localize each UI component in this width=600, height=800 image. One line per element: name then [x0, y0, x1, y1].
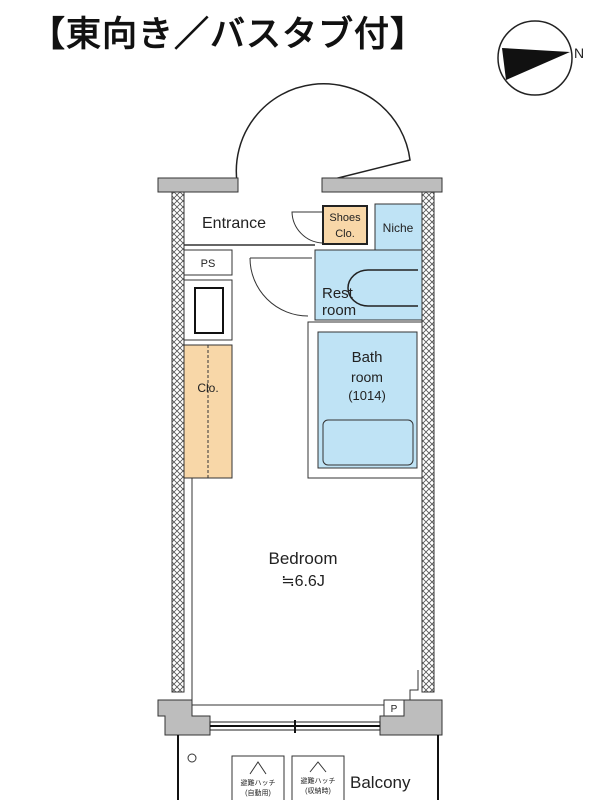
shoes-closet-label-2: Clo. — [335, 228, 355, 240]
balcony-label: Balcony — [350, 773, 411, 792]
bath-size-label: (1014) — [348, 388, 386, 403]
restroom-label-2: room — [322, 302, 356, 319]
evacuation-hatch-2: 避難ハッチ (収納時) — [291, 755, 345, 800]
floor-plan-title: 【東向き／バスタブ付】 — [30, 15, 427, 54]
restroom-label: Rest — [322, 285, 354, 302]
hatch-2-label: 避難ハッチ — [301, 776, 336, 785]
closet-label: Clo. — [197, 381, 218, 395]
kitchen-sink — [194, 287, 224, 334]
compass-north-label: N — [574, 45, 584, 61]
bedroom-size-label: ≒6.6J — [281, 573, 325, 590]
toilet-icon — [347, 269, 418, 307]
bedroom-label: Bedroom — [269, 549, 338, 568]
entry-door[interactable] — [235, 83, 411, 183]
bathtub — [322, 419, 414, 466]
ps-label: PS — [201, 258, 216, 270]
compass-icon: N — [497, 20, 584, 96]
right-wall — [421, 191, 435, 693]
pipe-space — [183, 249, 233, 276]
hatch-2-sublabel: (収納時) — [305, 786, 331, 795]
bath-label-2: room — [351, 369, 383, 385]
niche-label: Niche — [383, 221, 414, 235]
bath-label: Bath — [352, 349, 383, 366]
bottom-wall — [157, 699, 211, 736]
balcony-window[interactable] — [209, 720, 381, 733]
entrance-label: Entrance — [202, 215, 266, 232]
p-label: P — [391, 704, 398, 715]
entrance-door[interactable] — [291, 211, 323, 244]
hatch-1-label: 避難ハッチ — [241, 778, 276, 787]
restroom-door[interactable] — [249, 257, 309, 317]
hatch-1-sublabel: (自動用) — [245, 788, 271, 797]
top-wall — [157, 177, 443, 193]
shoes-closet-label: Shoes — [329, 212, 361, 224]
left-wall — [171, 191, 185, 693]
shoes-closet — [322, 205, 368, 245]
evacuation-hatch-1: 避難ハッチ (自動用) — [231, 755, 285, 800]
p-space — [383, 699, 405, 717]
restroom — [314, 249, 423, 321]
